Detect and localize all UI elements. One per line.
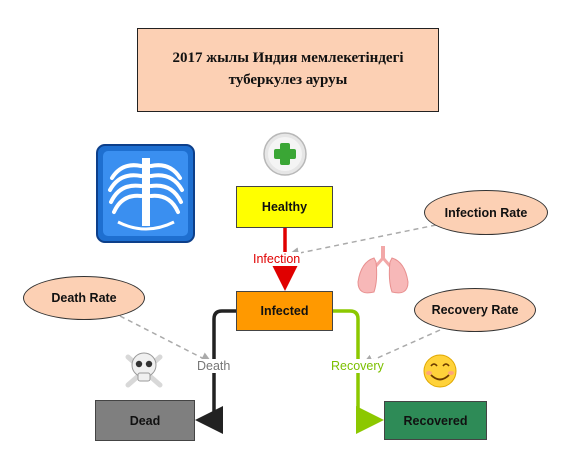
dead-node: Dead <box>95 400 195 441</box>
title-line-2: туберкулез ауруы <box>228 72 348 88</box>
infection-rate-node: Infection Rate <box>424 190 548 235</box>
recovered-node: Recovered <box>384 401 487 440</box>
skull-crossbones-icon <box>125 352 163 388</box>
title-line-1: 2017 жылы Индия мемлекетіндегі <box>172 50 404 67</box>
death-transition-label: Death <box>196 359 232 373</box>
death-rate-influence-arrow <box>119 315 213 364</box>
infected-node: Infected <box>236 291 333 331</box>
recovery-transition-label: Recovery <box>330 359 385 373</box>
lungs-icon <box>357 246 409 294</box>
recovery-rate-influence-arrow <box>361 329 441 366</box>
infection-transition-label: Infection <box>252 252 302 266</box>
infection-rate-influence-arrow <box>287 224 437 260</box>
diagram-title: 2017 жылы Индия мемлекетіндегі туберкуле… <box>137 28 439 112</box>
green-plus-icon <box>263 132 307 176</box>
recovery-rate-node: Recovery Rate <box>414 288 536 332</box>
smiling-face-icon <box>423 354 457 388</box>
death-rate-node: Death Rate <box>23 276 145 320</box>
healthy-node: Healthy <box>236 186 333 228</box>
chest-xray-icon <box>96 144 195 243</box>
